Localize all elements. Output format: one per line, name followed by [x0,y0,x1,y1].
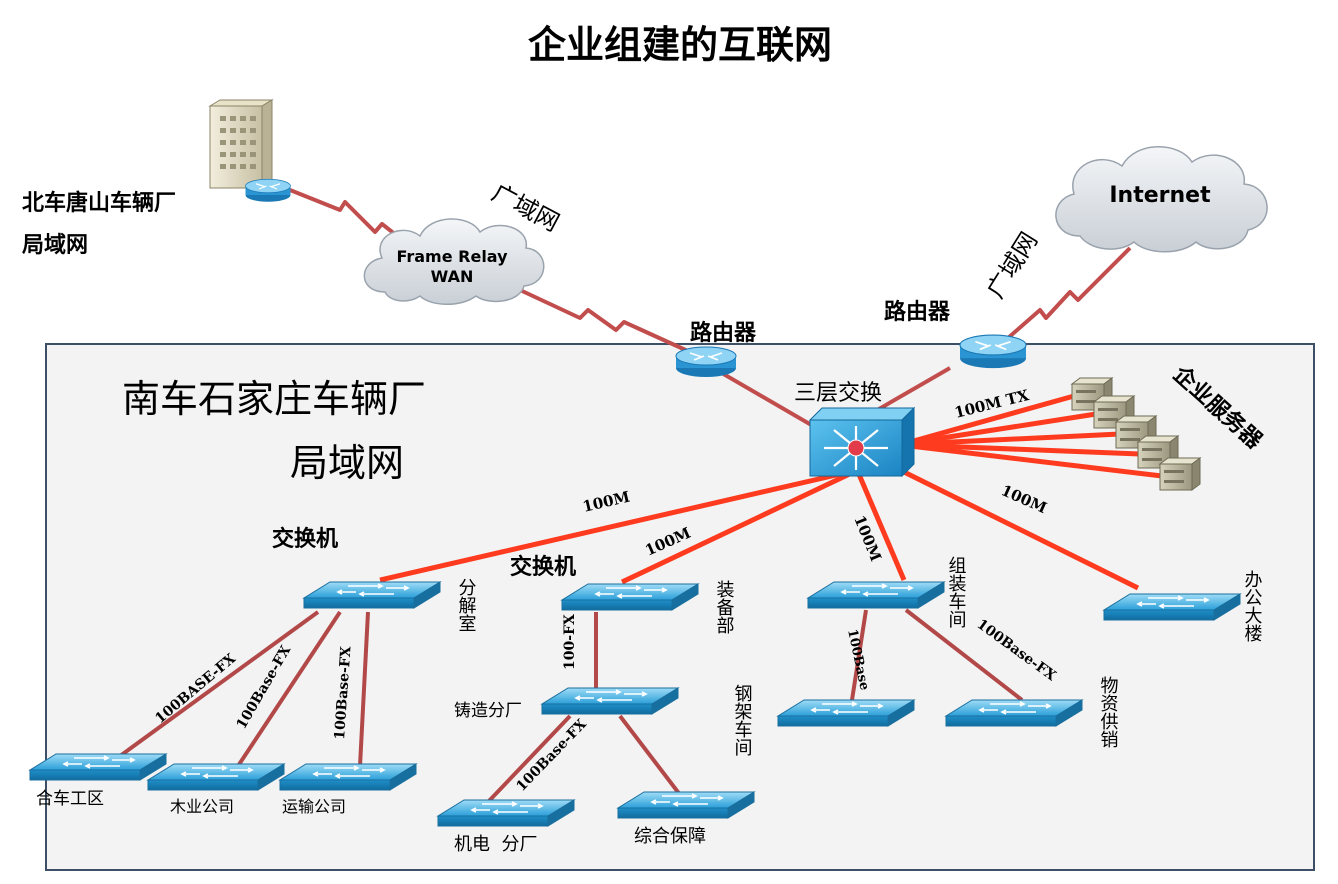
dept-muye: 木业公司 [170,797,234,816]
router-left-icon [675,346,737,378]
server-icon [1159,457,1201,491]
switch-muye-icon [147,763,285,791]
frame-relay-label-line2: WAN [431,267,474,286]
dept-hechegongqu: 合车工区 [36,789,104,809]
dept-fenjie: 分解室 [456,578,477,632]
switch-zonghe-icon [617,791,755,819]
switch-zhuangbei-icon [561,583,699,611]
dept-bangong: 办公大楼 [1242,570,1263,642]
dept-yunshu: 运输公司 [282,797,346,816]
core-switch-icon [808,406,916,478]
main-site-label-line2: 局域网 [290,441,404,485]
switch-hechegongqu-icon [29,753,167,781]
dept-zuzhuang: 组装车间 [946,556,967,628]
switch-zuzhuang-left-icon [777,699,915,727]
fiber-links [118,608,1024,804]
router-left-label: 路由器 [690,320,757,346]
remote-building-icon [208,99,274,189]
dept-gangjia: 钢架车间 [732,684,753,756]
router-right-label: 路由器 [884,299,951,325]
remote-site-label-line1: 北车唐山车辆厂 [22,190,176,216]
switch-zuzhuang-icon [807,581,945,609]
internet-cloud-icon [1055,146,1268,253]
wan-label-right: 广域网 [981,227,1043,303]
switch-bangong-icon [1103,593,1241,621]
switch-yunshu-icon [279,763,417,791]
switch-caption-middle: 交换机 [510,554,576,580]
router-right-icon [959,334,1027,369]
frame-relay-cloud-icon [363,218,545,305]
link-label-fenjie-yunshu: 100Base-FX [332,646,354,741]
fast-links [379,393,1163,591]
remote-site-label-line2: 局域网 [22,232,88,258]
remote-router-icon [244,178,292,203]
main-site-label-line1: 南车石家庄车辆厂 [122,377,426,421]
diagram-title: 企业组建的互联网 [528,23,832,67]
link-label-zhuangbei-zhuzao: 100-FX [562,614,578,670]
internet-label: Internet [1109,183,1211,208]
dept-zhuzao: 铸造分厂 [454,701,522,721]
dept-zonghe: 综合保障 [634,826,706,847]
dept-jidian: 机电 分厂 [454,834,537,855]
dept-zhuangbei: 装备部 [714,580,735,634]
switch-caption-left: 交换机 [272,526,338,552]
switch-fenjie-icon [303,581,441,609]
frame-relay-label-line1: Frame Relay [396,247,508,266]
switch-wuzi-icon [945,699,1083,727]
wan-links [289,188,1132,432]
switch-zhuzao-icon [541,687,679,715]
dept-wuzi: 物资供销 [1098,676,1119,748]
core-switch-label: 三层交换 [794,381,882,406]
switch-jidian-icon [437,799,575,827]
